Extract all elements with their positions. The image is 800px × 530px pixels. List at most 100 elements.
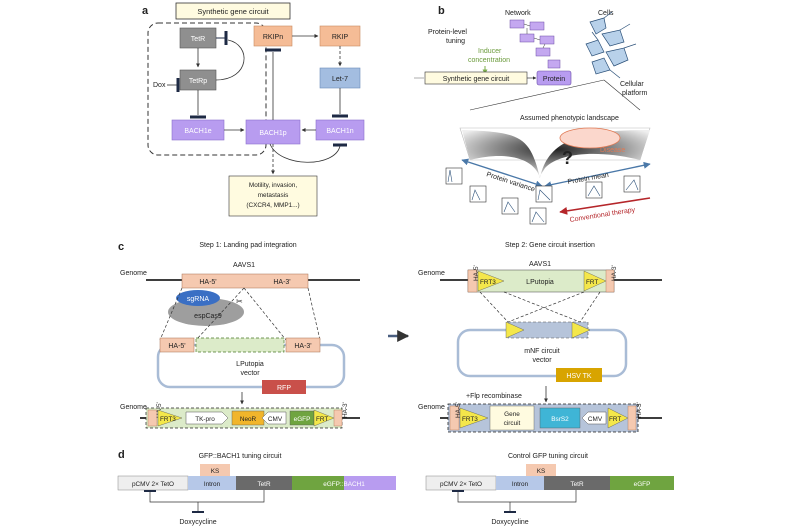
fc-frt3: FRT3 bbox=[462, 416, 478, 423]
fc-gene-line1: Gene bbox=[504, 411, 520, 418]
left-intron: Intron bbox=[204, 481, 221, 488]
dox-label: Dox bbox=[153, 82, 166, 89]
lp-ha3: HA-3' bbox=[342, 402, 349, 418]
platform-line2: platform bbox=[622, 90, 647, 97]
circuit-label: Synthetic gene circuit bbox=[443, 76, 510, 83]
ha3-label-1: HA-3' bbox=[273, 279, 290, 286]
lputopia-vector-line2: vector bbox=[240, 370, 260, 377]
s2-ha3: HA-3' bbox=[611, 265, 618, 281]
tetrp-label: TetRp bbox=[189, 78, 207, 85]
lp-neor: NeoR bbox=[240, 416, 257, 423]
rkipn-label: RKIPn bbox=[263, 34, 283, 41]
aavs1-label-2: AAVS1 bbox=[529, 261, 551, 268]
bach1p-label: BACH1p bbox=[259, 130, 286, 137]
variance-axis bbox=[461, 158, 543, 188]
lp-frt3: FRT3 bbox=[160, 416, 176, 423]
s2-frt3: FRT3 bbox=[480, 279, 496, 286]
outcome-line2: metastasis bbox=[258, 192, 289, 199]
outcome-box bbox=[228, 175, 318, 217]
genome-label-3: Genome bbox=[418, 270, 445, 277]
panel-b-label: b bbox=[438, 5, 445, 17]
disease-ellipse bbox=[559, 127, 621, 149]
tetr-label: TetR bbox=[191, 36, 205, 43]
mnf-vector-line1: mNF circuit bbox=[524, 348, 559, 355]
cas9-ellipse bbox=[168, 298, 244, 326]
vector-ha5 bbox=[159, 337, 195, 353]
aavs1-label-1: AAVS1 bbox=[233, 262, 255, 269]
lp-cmv: CMV bbox=[268, 416, 283, 423]
s2-frt: FRT bbox=[586, 279, 598, 286]
mnf-vector-line2: vector bbox=[532, 357, 552, 364]
landscape-title: Assumed phenotypic landscape bbox=[520, 115, 619, 122]
question-mark: ? bbox=[562, 148, 573, 168]
synthetic-circuit-title-box bbox=[175, 2, 291, 20]
genome-label-4: Genome bbox=[418, 404, 445, 411]
genome-label-2: Genome bbox=[120, 404, 147, 411]
platform-line1: Cellular bbox=[620, 81, 644, 88]
fc-ha3: HA-3' bbox=[636, 402, 643, 418]
right-ks-box bbox=[526, 464, 556, 476]
bach1p-box bbox=[245, 119, 301, 145]
disease-label: Disease bbox=[600, 147, 625, 154]
vector-insert bbox=[195, 337, 285, 353]
bach1n-label: BACH1n bbox=[326, 128, 353, 135]
protein-label: Protein bbox=[543, 76, 565, 83]
flp-label: +Flp recombinase bbox=[466, 393, 522, 400]
step2-title: Step 2: Gene circuit insertion bbox=[505, 242, 595, 249]
ha5-label-1: HA-5' bbox=[199, 279, 216, 286]
right-pcmv: pCMV 2× TetO bbox=[440, 481, 482, 488]
left-ks-box bbox=[200, 464, 230, 476]
lp-frt: FRT bbox=[316, 416, 328, 423]
fc-bsd: BsrS2 bbox=[551, 416, 569, 423]
lp-egfp: eGFP bbox=[294, 416, 311, 423]
outcome-line3: (CXCR4, MMP1...) bbox=[246, 202, 299, 209]
panel-c-label: c bbox=[118, 241, 124, 253]
s2-lputopia: LPutopia bbox=[526, 279, 554, 286]
left-ks: KS bbox=[211, 468, 220, 475]
rfp-label: RFP bbox=[277, 385, 291, 392]
genome-label-1: Genome bbox=[120, 270, 147, 277]
rkip-label: RKIP bbox=[332, 34, 349, 41]
s2-ha5: HA-5' bbox=[473, 265, 480, 281]
tuning-line1: Protein-level bbox=[428, 29, 467, 36]
fc-gene-line2: circuit bbox=[504, 420, 521, 427]
vector-ha5-label: HA-5' bbox=[168, 343, 185, 350]
synthetic-circuit-dashed-box bbox=[147, 22, 267, 156]
rfp-box bbox=[262, 380, 306, 394]
hsvtk-label: HSV TK bbox=[566, 373, 591, 380]
panel-d-label: d bbox=[118, 449, 125, 461]
let7-label: Let-7 bbox=[332, 76, 348, 83]
panel-d: GFP::BACH1 tuning circuit KS pCMV 2× Tet… bbox=[117, 453, 674, 526]
left-doxycycline: Doxycycline bbox=[179, 519, 216, 526]
hsvtk-box bbox=[556, 368, 602, 382]
vector-ha3-label: HA-3' bbox=[294, 343, 311, 350]
right-doxycycline: Doxycycline bbox=[491, 519, 528, 526]
inducer-line2: concentration bbox=[468, 57, 510, 64]
lputopia-vector-line1: LPutopia bbox=[236, 361, 264, 368]
fc-cmv: CMV bbox=[588, 416, 603, 423]
fc-ha5: HA-5' bbox=[455, 402, 462, 418]
right-tetr: TetR bbox=[570, 481, 584, 488]
step1-title: Step 1: Landing pad integration bbox=[199, 242, 296, 249]
tuning-line2: tuning bbox=[446, 38, 465, 45]
zoom-line-left bbox=[469, 79, 605, 111]
network-label: Network bbox=[505, 10, 531, 17]
cells-label: Cells bbox=[598, 10, 614, 17]
protein-box bbox=[536, 70, 572, 86]
lp-ha5: HA-5' bbox=[156, 402, 163, 418]
lp-tkpro: TK-pro bbox=[195, 416, 215, 423]
mean-axis bbox=[544, 161, 651, 189]
sgrna-ellipse bbox=[176, 290, 220, 306]
therapy-arrow bbox=[559, 197, 651, 215]
left-pcmv: pCMV 2× TetO bbox=[132, 481, 174, 488]
fc-frt: FRT bbox=[609, 416, 621, 423]
panel-a-label: a bbox=[142, 5, 149, 17]
sgrna-label: sgRNA bbox=[187, 296, 210, 303]
zoom-line-right bbox=[603, 79, 641, 111]
inducer-line1: Inducer bbox=[478, 48, 502, 55]
right-intron: Intron bbox=[512, 481, 529, 488]
right-circuit-title: Control GFP tuning circuit bbox=[508, 453, 588, 460]
cells-icon bbox=[585, 11, 637, 79]
network-icon bbox=[509, 19, 561, 69]
panel-a: Synthetic gene circuit TetR TetRp Dox BA… bbox=[147, 2, 365, 217]
